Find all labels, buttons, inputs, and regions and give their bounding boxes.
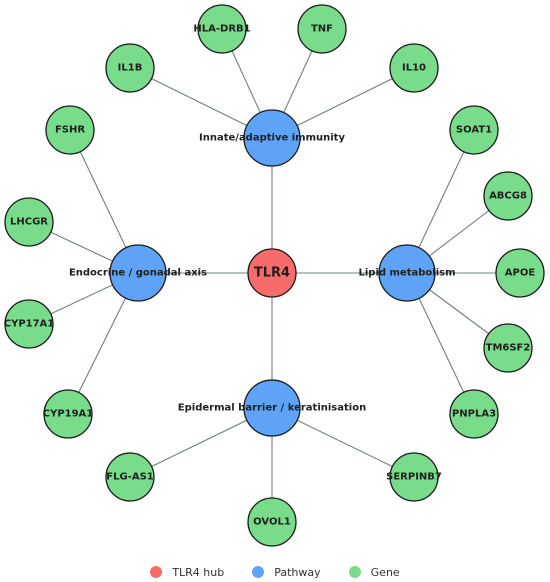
gene-node-apoe-label: APOE	[505, 268, 536, 279]
gene-node-tm6sf2: TM6SF2	[483, 323, 533, 373]
gene-node-soat1: SOAT1	[449, 105, 499, 155]
gene-node-tm6sf2-circle	[483, 323, 533, 373]
gene-node-il10-circle	[389, 43, 439, 93]
gene-node-flg-as1: FLG-AS1	[105, 452, 155, 502]
pathway-node-lipid-circle	[378, 244, 436, 302]
legend-label-gene: Gene	[370, 565, 400, 579]
gene-node-flg-as1-circle	[105, 452, 155, 502]
gene-node-ovol1-circle	[247, 497, 297, 547]
gene-node-cyp19a1-circle	[43, 389, 93, 439]
gene-node-pnpla3-circle	[449, 389, 499, 439]
legend-swatch-gene	[348, 566, 361, 578]
gene-node-flg-as1-label: FLG-AS1	[106, 472, 154, 483]
legend-swatch-pathway	[252, 566, 265, 578]
pathway-node-lipid: Lipid metabolism	[358, 244, 456, 302]
gene-node-lhcgr-circle	[4, 197, 54, 247]
pathway-node-epidermal: Epidermal barrier / keratinisation	[178, 379, 366, 437]
gene-node-cyp17a1-circle	[4, 299, 54, 349]
pathway-node-endocrine-label: Endocrine / gonadal axis	[69, 268, 207, 279]
gene-node-il10-label: IL10	[402, 63, 426, 74]
legend-item-gene: Gene	[348, 565, 400, 579]
gene-node-serpinb7-label: SERPINB7	[386, 472, 442, 483]
pathway-node-endocrine: Endocrine / gonadal axis	[69, 244, 207, 302]
gene-node-il1b: IL1B	[105, 43, 155, 93]
gene-node-tnf: TNF	[297, 4, 347, 54]
legend: TLR4 hub Pathway Gene	[0, 563, 550, 581]
gene-node-lhcgr-label: LHCGR	[10, 217, 48, 228]
pathway-node-immunity-circle	[243, 109, 301, 167]
gene-node-tm6sf2-label: TM6SF2	[486, 343, 531, 354]
gene-node-fshr-circle	[45, 105, 95, 155]
gene-node-ovol1-label: OVOL1	[253, 517, 291, 528]
legend-label-pathway: Pathway	[274, 565, 321, 579]
gene-node-apoe-circle	[495, 248, 545, 298]
gene-node-pnpla3-label: PNPLA3	[452, 409, 496, 420]
gene-node-tnf-label: TNF	[311, 24, 333, 35]
gene-node-lhcgr: LHCGR	[4, 197, 54, 247]
pathway-node-endocrine-circle	[109, 244, 167, 302]
pathway-node-epidermal-label: Epidermal barrier / keratinisation	[178, 403, 366, 414]
gene-node-abcg8: ABCG8	[483, 171, 533, 221]
gene-node-pnpla3: PNPLA3	[449, 389, 499, 439]
gene-node-il10: IL10	[389, 43, 439, 93]
gene-node-soat1-circle	[449, 105, 499, 155]
gene-node-apoe: APOE	[495, 248, 545, 298]
gene-node-hla-drb1-label: HLA-DRB1	[193, 24, 250, 35]
gene-node-ovol1: OVOL1	[247, 497, 297, 547]
pathway-node-lipid-label: Lipid metabolism	[358, 268, 455, 279]
hub-node: TLR4	[247, 248, 297, 298]
gene-node-il1b-circle	[105, 43, 155, 93]
pathway-node-immunity-label: Innate/adaptive immunity	[199, 133, 345, 144]
gene-node-cyp19a1: CYP19A1	[43, 389, 94, 439]
gene-node-hla-drb1: HLA-DRB1	[193, 4, 251, 54]
gene-node-tnf-circle	[297, 4, 347, 54]
gene-node-abcg8-label: ABCG8	[489, 191, 527, 202]
gene-node-abcg8-circle	[483, 171, 533, 221]
gene-node-soat1-label: SOAT1	[456, 125, 492, 136]
gene-node-fshr: FSHR	[45, 105, 95, 155]
legend-label-hub: TLR4 hub	[172, 565, 225, 579]
gene-node-cyp17a1-label: CYP17A1	[4, 319, 55, 330]
legend-item-pathway: Pathway	[252, 565, 321, 579]
legend-item-hub: TLR4 hub	[150, 566, 224, 579]
gene-node-il1b-label: IL1B	[118, 63, 143, 74]
gene-node-cyp19a1-label: CYP19A1	[43, 409, 94, 420]
gene-node-fshr-label: FSHR	[55, 125, 85, 136]
hub-node-label: TLR4	[254, 266, 290, 281]
gene-node-hla-drb1-circle	[197, 4, 247, 54]
gene-node-serpinb7-circle	[389, 452, 439, 502]
legend-swatch-hub	[150, 566, 163, 578]
hub-node-circle	[247, 248, 297, 298]
pathway-node-immunity: Innate/adaptive immunity	[199, 109, 345, 167]
gene-node-serpinb7: SERPINB7	[386, 452, 442, 502]
pathway-node-epidermal-circle	[243, 379, 301, 437]
gene-node-cyp17a1: CYP17A1	[4, 299, 55, 349]
